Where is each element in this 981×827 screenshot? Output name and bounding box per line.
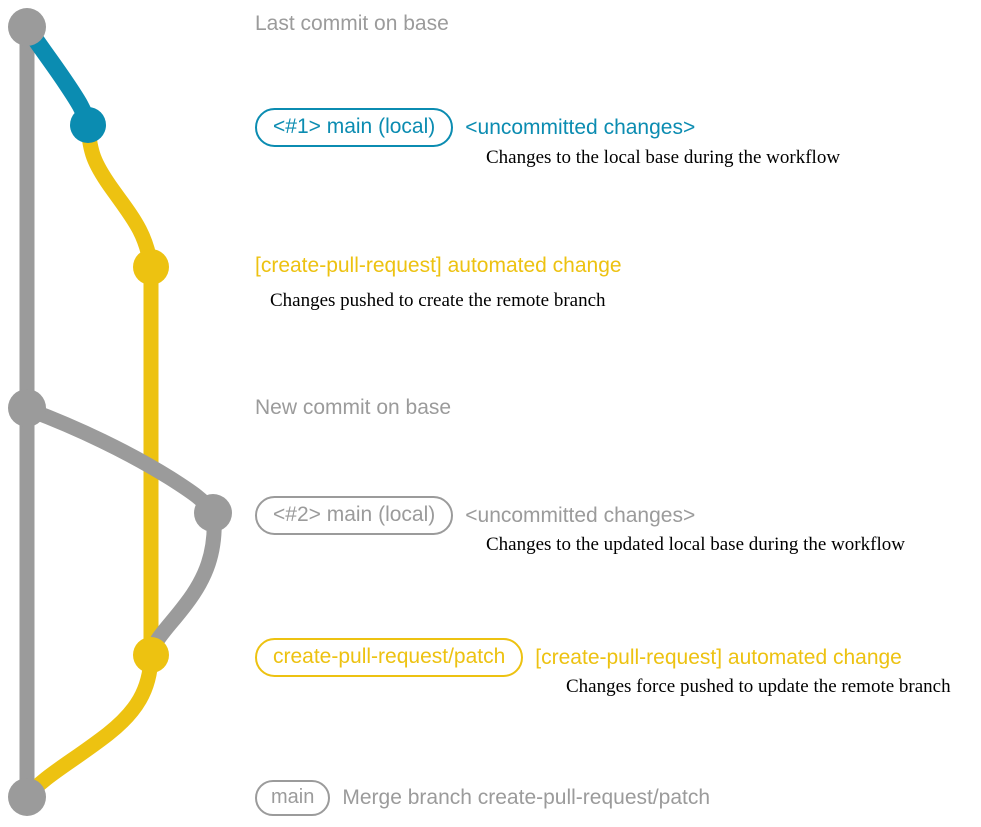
commit-title-local-uncommitted-2: <uncommitted changes>: [465, 503, 696, 527]
commit-dot-last-commit-on-base: [8, 8, 46, 46]
commit-row-local-uncommitted-1: <#1> main (local) <uncommitted changes>: [255, 108, 696, 148]
commit-note-local-uncommitted-1: Changes to the local base during the wor…: [486, 147, 841, 168]
commit-row-merge-commit: main Merge branch create-pull-request/pa…: [255, 780, 710, 816]
commit-row-automated-change-1: [create-pull-request] automated change: [255, 254, 622, 278]
commit-note-automated-change-2: Changes force pushed to update the remot…: [566, 676, 951, 697]
branch-chip-create-pull-request-patch[interactable]: create-pull-request/patch: [255, 638, 524, 678]
commit-note-automated-change-1: Changes pushed to create the remote bran…: [270, 290, 606, 311]
commit-dot-new-commit-on-base: [8, 389, 46, 427]
commit-row-local-uncommitted-2: <#2> main (local) <uncommitted changes>: [255, 496, 696, 536]
commit-dot-merge-commit: [8, 778, 46, 816]
commit-dot-automated-change-2: [133, 637, 169, 673]
commit-row-automated-change-2: create-pull-request/patch [create-pull-r…: [255, 638, 902, 678]
commit-note-local-uncommitted-2: Changes to the updated local base during…: [486, 534, 905, 555]
commit-title-local-uncommitted-1: <uncommitted changes>: [465, 115, 696, 139]
commit-title-automated-change-2: [create-pull-request] automated change: [535, 645, 902, 669]
commit-title-automated-change-1: [create-pull-request] automated change: [255, 254, 622, 277]
commit-row-last-commit-on-base: Last commit on base: [255, 12, 449, 36]
edge-local-1-to-patch-1: [80, 119, 159, 275]
branch-chip-main-local-1[interactable]: <#1> main (local): [255, 108, 454, 148]
commit-row-new-commit-on-base: New commit on base: [255, 396, 451, 420]
commit-title-merge-commit: Merge branch create-pull-request/patch: [342, 785, 711, 809]
commit-title-new-commit-on-base: New commit on base: [255, 396, 452, 419]
commit-dot-automated-change-1: [133, 249, 169, 285]
branch-chip-main-local-2[interactable]: <#2> main (local): [255, 496, 454, 536]
commit-title-last-commit-on-base: Last commit on base: [255, 12, 449, 35]
branch-chip-main[interactable]: main: [255, 780, 331, 816]
commit-dot-local-uncommitted-2: [194, 494, 232, 532]
edge-patch-2-to-merge: [19, 649, 159, 805]
commit-dot-local-uncommitted-1: [70, 107, 106, 143]
